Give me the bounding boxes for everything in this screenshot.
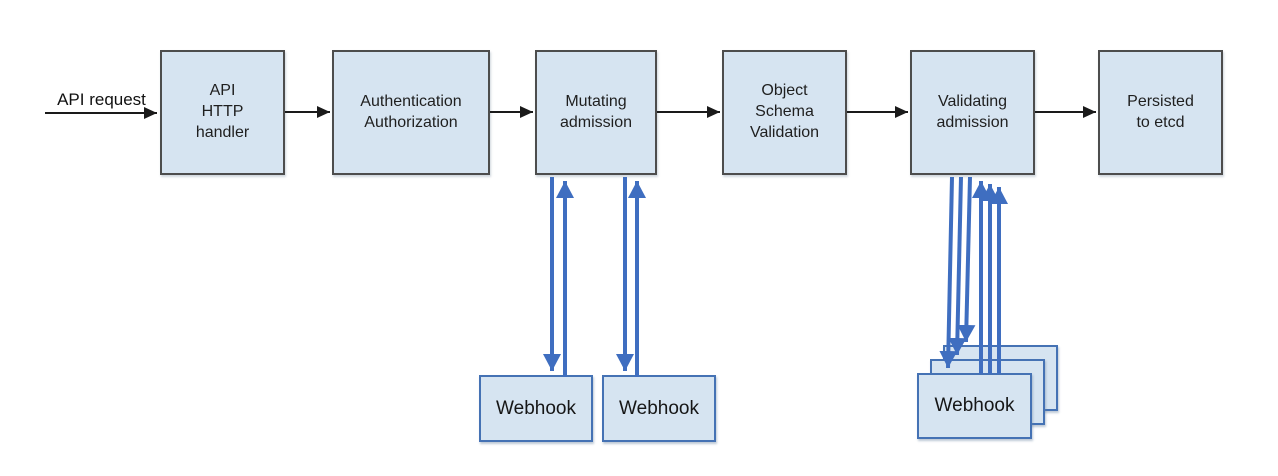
stage-mutating-admission: Mutating admission (535, 50, 657, 175)
validating-webhook-call-arrow-3 (957, 176, 976, 343)
stage-mutating-admission-label: Mutating admission (559, 92, 633, 131)
validating-webhook-box-front: Webhook (917, 373, 1032, 439)
mutating-webhook-1-label: Webhook (496, 397, 576, 419)
stage-authentication-authorization-label: Authentication Authorization (360, 92, 462, 131)
mutating-webhook-2-label: Webhook (619, 397, 699, 419)
stage-authentication-authorization: Authentication Authorization (332, 50, 490, 175)
stage-api-http-handler-label: API HTTP handler (195, 82, 250, 141)
validating-webhook-call-arrow-1 (939, 176, 958, 369)
validating-webhook-front-label: Webhook (934, 395, 1015, 416)
stage-persisted-to-etcd: Persisted to etcd (1098, 50, 1223, 175)
api-request-label: API request (57, 90, 146, 109)
stage-persisted-to-etcd-label: Persisted to etcd (1127, 92, 1194, 131)
mutating-webhook-box-2: Webhook (602, 375, 716, 442)
validating-webhook-call-arrow-2 (948, 176, 967, 356)
stage-validating-admission-label: Validating admission (936, 92, 1009, 131)
mutating-webhook-box-1: Webhook (479, 375, 593, 442)
stage-object-schema-validation: Object Schema Validation (722, 50, 847, 175)
stage-validating-admission: Validating admission (910, 50, 1035, 175)
stage-api-http-handler: API HTTP handler (160, 50, 285, 175)
stage-object-schema-validation-label: Object Schema Validation (749, 82, 820, 141)
